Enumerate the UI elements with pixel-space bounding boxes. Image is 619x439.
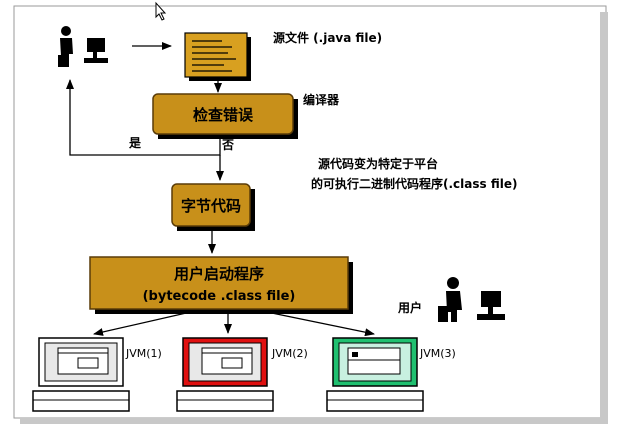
jvm-2-computer-icon (176, 337, 274, 412)
user-label: 用户 (397, 300, 422, 315)
source-document-icon (184, 32, 251, 81)
compiler-label: 编译器 (302, 92, 340, 107)
user-program-line-1: 用户启动程序 (174, 265, 264, 283)
frame-shadow-bottom (20, 418, 608, 424)
jvm-2-label: JVM(2) (271, 347, 308, 360)
arrow-yes-back-to-user (66, 79, 221, 156)
arrow-to-jvm-3 (261, 310, 375, 337)
jvm-1-label: JVM(1) (125, 347, 162, 360)
no-label: 否 (221, 138, 234, 152)
user-program-box (89, 256, 349, 310)
frame-shadow-right (600, 12, 608, 422)
bytecode-label: 字节代码 (181, 197, 241, 215)
jvm-3-computer-icon (326, 337, 424, 412)
check-errors-box (152, 93, 294, 135)
user-program-line-2: (bytecode .class file) (143, 289, 296, 304)
bytecode-box (171, 183, 251, 227)
jvm-3-label: JVM(3) (419, 347, 456, 360)
yes-label: 是 (128, 136, 142, 150)
developer-user-icon (58, 26, 108, 67)
source-file-label: 源文件 (.java file) (273, 30, 382, 45)
mouse-cursor-icon (155, 1, 167, 21)
check-errors-label: 检查错误 (193, 106, 254, 124)
jvm-1-computer-icon (32, 337, 130, 412)
note-line-1: 源代码变为特定于平台 (318, 156, 438, 171)
note-line-2: 的可执行二进制代码程序(.class file) (311, 176, 517, 191)
source-document-page (184, 32, 248, 78)
end-user-icon (438, 277, 505, 322)
arrow-to-jvm-1 (93, 310, 196, 336)
